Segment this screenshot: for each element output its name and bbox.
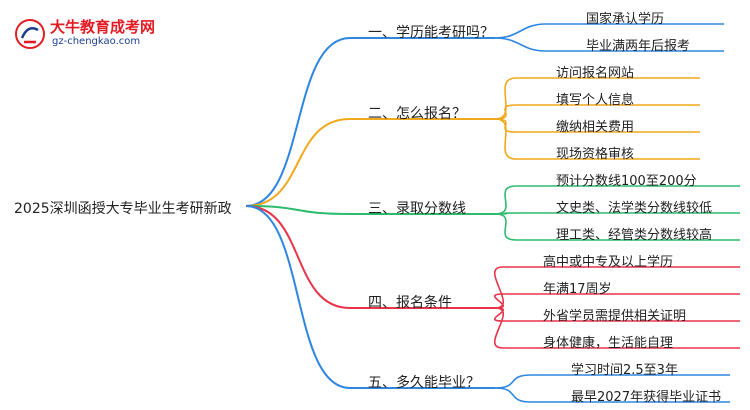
root-link-1	[245, 37, 351, 207]
leaf-2-3: 缴纳相关费用	[556, 120, 635, 135]
leaf-link-4-4	[493, 307, 505, 349]
leaf-link-1-1	[494, 23, 547, 39]
branch-4: 四、报名条件	[368, 295, 452, 311]
leaf-link-2-4	[494, 118, 517, 160]
leaf-4-3: 外省学员需提供相关证明	[543, 309, 687, 324]
branch-3: 三、录取分数线	[368, 201, 466, 217]
leaf-link-2-1	[494, 77, 517, 120]
root-link-3	[245, 205, 351, 215]
leaf-1-1: 国家承认学历	[586, 12, 665, 27]
leaf-link-5-1	[494, 374, 532, 389]
leaf-link-4-1	[493, 266, 505, 309]
leaf-4-4: 身体健康，生活能自理	[543, 336, 674, 351]
logo-mark-icon	[15, 19, 45, 49]
leaf-3-1: 预计分数线100至200分	[556, 174, 697, 189]
leaf-1-2: 毕业满两年后报考	[586, 39, 691, 54]
leaf-5-1: 学习时间2.5至3年	[571, 363, 678, 378]
leaf-4-1: 高中或中专及以上学历	[543, 255, 674, 270]
leaf-4-2: 年满17周岁	[543, 282, 612, 297]
site-logo[interactable]: 大牛教育成考网 gz-chengkao.com	[14, 16, 174, 52]
leaf-3-2: 文史类、法学类分数线较低	[556, 201, 713, 216]
root-link-2	[245, 118, 351, 207]
leaf-2-1: 访问报名网站	[556, 66, 635, 81]
branch-2: 二、怎么报名？	[368, 106, 466, 122]
leaf-5-2: 最早2027年获得毕业证书	[571, 390, 722, 405]
root-link-4	[245, 205, 351, 309]
leaf-3-3: 理工类、经管类分数线较高	[556, 228, 713, 243]
leaf-link-1-2	[494, 37, 547, 52]
root-node: 2025深圳函授大专毕业生考研新政	[14, 201, 232, 217]
leaf-2-2: 填写个人信息	[556, 93, 635, 108]
logo-brand: 大牛教育成考网	[50, 18, 156, 36]
leaf-link-5-2	[494, 387, 532, 403]
leaf-link-2-2	[494, 104, 517, 120]
leaf-link-3-3	[494, 213, 517, 241]
root-link-5	[245, 205, 351, 389]
leaf-2-4: 现场资格审核	[556, 147, 635, 162]
logo-site-url: gz-chengkao.com	[52, 36, 141, 47]
branch-1: 一、学历能考研吗？	[368, 25, 494, 41]
leaf-link-3-1	[494, 185, 517, 215]
branch-5: 五、多久能毕业？	[368, 375, 480, 391]
